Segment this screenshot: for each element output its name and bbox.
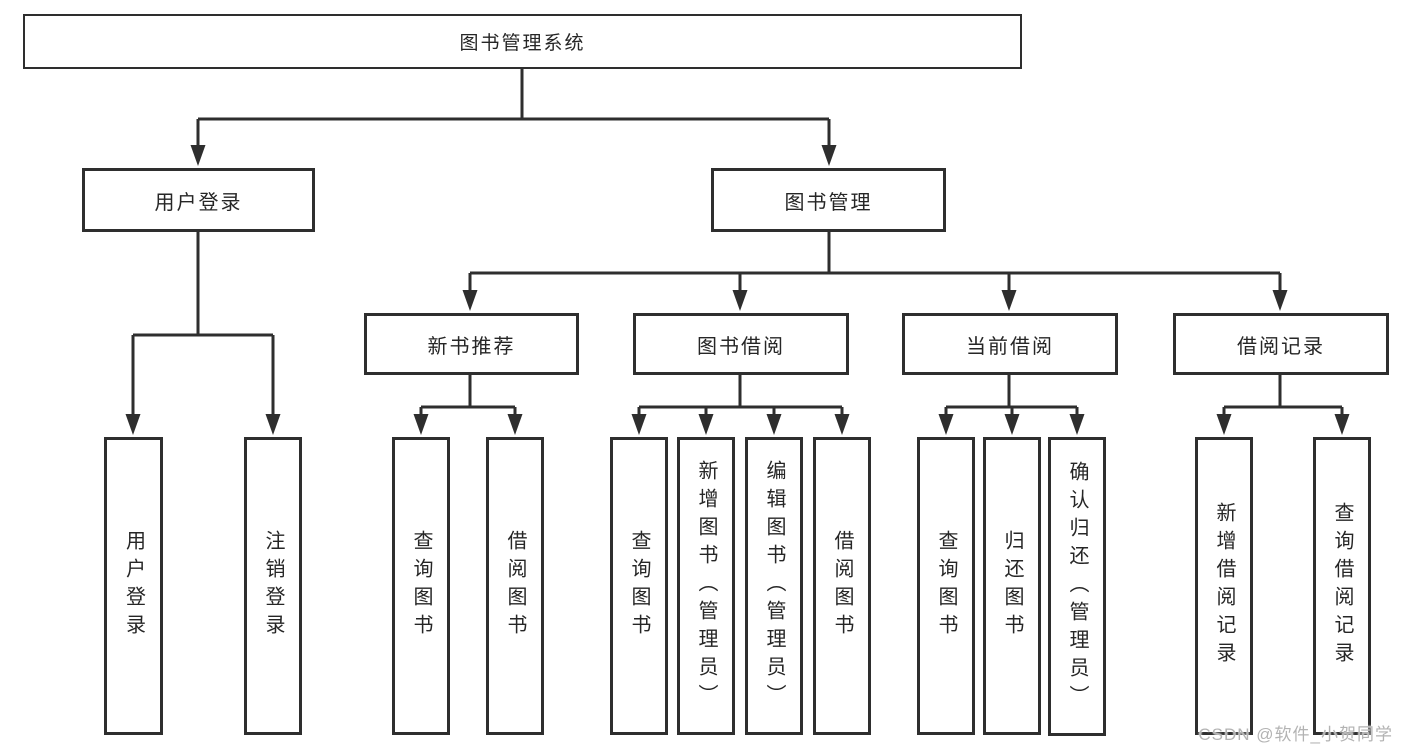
node-leaf-add-borrow-record: 新增借阅记录 [1195, 437, 1253, 735]
connector-line [1222, 375, 1344, 417]
node-leaf-query-books-3: 查询图书 [917, 437, 975, 735]
connector-line [944, 375, 1079, 417]
connector-newbook-to-leaves [413, 375, 523, 435]
node-leaf-edit-books-admin: 编辑图书（管理员） [745, 437, 803, 735]
arrow-head [265, 414, 281, 435]
arrow-head [821, 145, 837, 166]
node-leaf-label: 查询图书 [935, 530, 957, 642]
node-book-borrow: 图书借阅 [633, 313, 849, 375]
node-leaf-query-books-2: 查询图书 [610, 437, 668, 735]
connector-line [637, 375, 844, 417]
node-leaf-add-books-admin: 新增图书（管理员） [677, 437, 735, 735]
node-current-borrow: 当前借阅 [902, 313, 1118, 375]
node-leaf-user-login: 用户登录 [104, 437, 163, 735]
node-book-management-label: 图书管理 [784, 191, 873, 214]
arrow-head [1069, 414, 1085, 435]
node-leaf-query-books-1: 查询图书 [392, 437, 450, 735]
node-current-borrow-label: 当前借阅 [966, 335, 1054, 358]
csdn-watermark: CSDN @软件_小贺同学 [1198, 725, 1393, 744]
node-leaf-label: 查询借阅记录 [1331, 502, 1353, 670]
connector-current-to-leaves [938, 375, 1085, 435]
node-leaf-borrow-books-2: 借阅图书 [813, 437, 871, 735]
arrow-head [462, 290, 478, 311]
node-user-login: 用户登录 [82, 168, 315, 232]
arrow-head [938, 414, 954, 435]
node-leaf-label: 借阅图书 [831, 530, 853, 642]
node-leaf-borrow-books-1: 借阅图书 [486, 437, 544, 735]
node-leaf-label: 查询图书 [410, 530, 432, 642]
arrow-head [698, 414, 714, 435]
node-user-login-label: 用户登录 [154, 191, 243, 214]
arrow-head [766, 414, 782, 435]
arrow-head [834, 414, 850, 435]
node-leaf-return-books: 归还图书 [983, 437, 1041, 735]
node-leaf-label: 新增图书（管理员） [695, 460, 717, 712]
arrow-head [125, 414, 141, 435]
arrow-head [1272, 290, 1288, 311]
node-leaf-label: 确认归还（管理员） [1066, 460, 1088, 713]
node-leaf-label: 归还图书 [1001, 530, 1023, 642]
node-leaf-confirm-return-admin: 确认归还（管理员） [1048, 437, 1106, 736]
connector-line [419, 375, 517, 417]
arrow-head [1001, 290, 1017, 311]
node-borrow-record-label: 借阅记录 [1237, 335, 1325, 358]
connector-record-to-leaves [1216, 375, 1350, 435]
node-leaf-query-borrow-record: 查询借阅记录 [1313, 437, 1371, 735]
connector-bookmgmt-to-level3 [462, 232, 1288, 311]
node-leaf-label: 编辑图书（管理员） [763, 460, 785, 712]
connector-userlogin-to-leaves [125, 232, 281, 435]
arrow-head [732, 290, 748, 311]
arrow-head [1334, 414, 1350, 435]
arrow-head [631, 414, 647, 435]
node-new-book-recommend-label: 新书推荐 [427, 335, 516, 358]
node-root-system: 图书管理系统 [23, 14, 1022, 69]
arrow-head [507, 414, 523, 435]
node-book-management: 图书管理 [711, 168, 946, 232]
connector-line [131, 232, 275, 417]
node-leaf-label: 查询图书 [628, 530, 650, 642]
arrow-head [1216, 414, 1232, 435]
node-root-label: 图书管理系统 [459, 33, 586, 54]
node-borrow-record: 借阅记录 [1173, 313, 1389, 375]
node-leaf-logout: 注销登录 [244, 437, 302, 735]
node-leaf-label: 借阅图书 [504, 530, 526, 642]
connector-borrow-to-leaves [631, 375, 850, 435]
arrow-head [190, 145, 206, 166]
arrow-head [1004, 414, 1020, 435]
node-leaf-label: 新增借阅记录 [1213, 502, 1235, 670]
node-leaf-label: 注销登录 [262, 530, 284, 642]
arrow-head [413, 414, 429, 435]
node-leaf-label: 用户登录 [122, 530, 145, 642]
connector-line [468, 232, 1282, 293]
connector-line [196, 69, 831, 148]
node-book-borrow-label: 图书借阅 [697, 335, 785, 358]
node-new-book-recommend: 新书推荐 [364, 313, 579, 375]
connector-root-to-level2 [190, 69, 837, 166]
